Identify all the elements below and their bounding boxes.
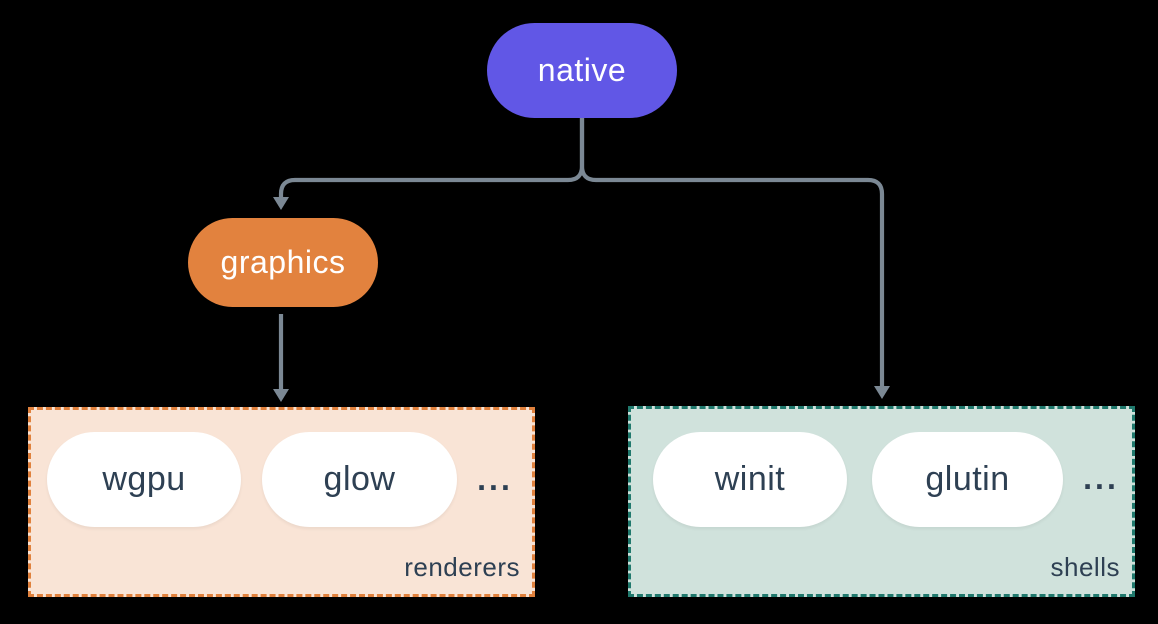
arrowhead-renderers (273, 389, 289, 402)
node-winit: winit (653, 432, 847, 527)
edge-native-to-shells (579, 116, 885, 387)
node-glutin-label: glutin (925, 460, 1010, 498)
shells-group-label: shells (1050, 552, 1120, 582)
node-native: native (487, 23, 677, 118)
renderers-ellipsis: ... (477, 461, 513, 497)
arrowhead-graphics (273, 197, 289, 210)
node-wgpu-label: wgpu (102, 460, 186, 498)
edge-native-to-graphics (278, 116, 585, 198)
node-glow-label: glow (323, 460, 396, 498)
arrowhead-shells (874, 386, 890, 399)
node-graphics-label: graphics (220, 244, 346, 280)
node-glutin: glutin (872, 432, 1063, 527)
node-winit-label: winit (714, 460, 786, 498)
node-wgpu: wgpu (47, 432, 241, 527)
group-shells: winit glutin ... shells (628, 406, 1135, 597)
shells-ellipsis: ... (1083, 460, 1119, 496)
group-renderers: wgpu glow ... renderers (28, 407, 535, 597)
node-native-label: native (537, 52, 627, 88)
node-glow: glow (262, 432, 457, 527)
node-graphics: graphics (188, 218, 378, 307)
renderers-group-label: renderers (404, 552, 520, 582)
